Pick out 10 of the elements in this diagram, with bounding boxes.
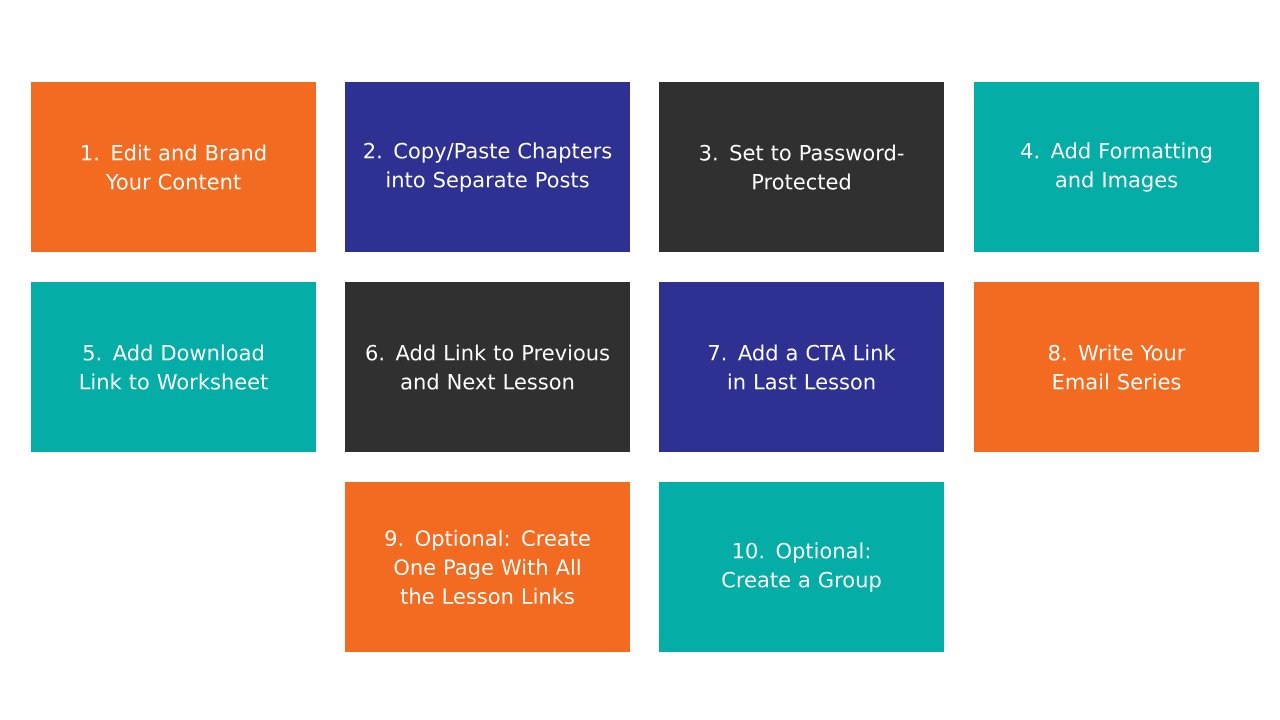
step-box: 3. Set to Password-Protected <box>659 82 944 252</box>
step-box: 4. Add Formatting and Images <box>974 82 1259 252</box>
step-box: 10. Optional: Create a Group <box>659 482 944 652</box>
step-box: 6. Add Link to Previous and Next Lesson <box>345 282 630 452</box>
step-box: 1. Edit and Brand Your Content <box>31 82 316 252</box>
step-box: 9. Optional: Create One Page With All the Lesson Links <box>345 482 630 652</box>
step-box: 7. Add a CTA Link in Last Lesson <box>659 282 944 452</box>
step-box: 5. Add Download Link to Worksheet <box>31 282 316 452</box>
step-box: 2. Copy/Paste Chapters into Separate Posts <box>345 82 630 252</box>
step-box: 8. Write Your Email Series <box>974 282 1259 452</box>
